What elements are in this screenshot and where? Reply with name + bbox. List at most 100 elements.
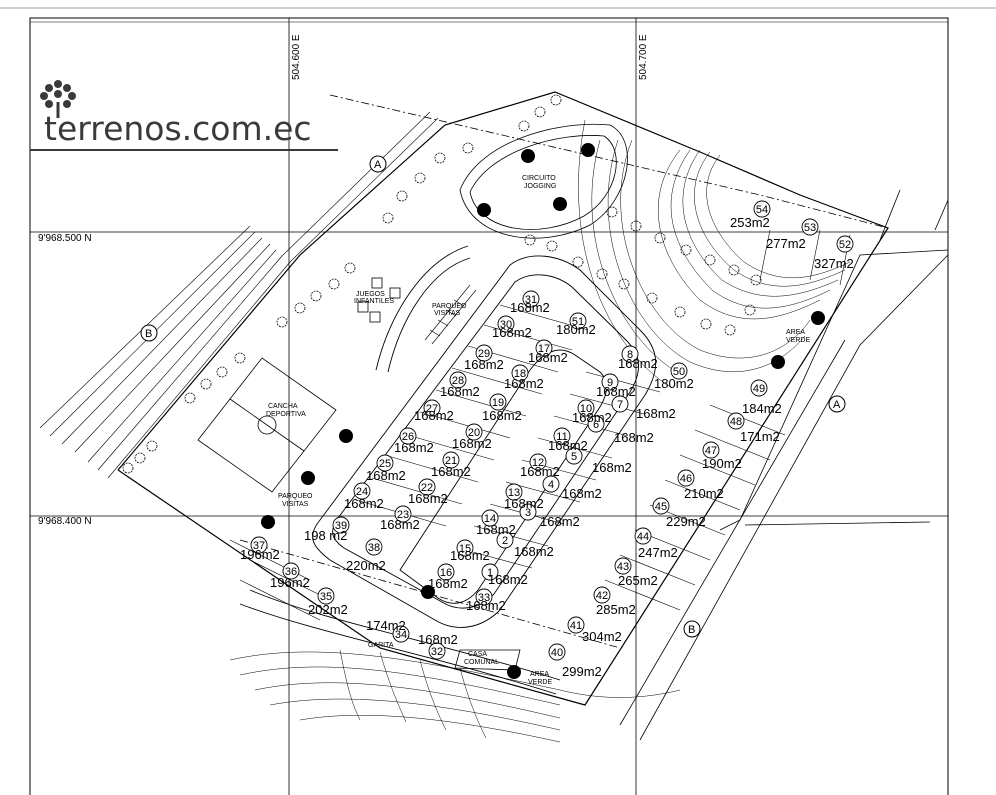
lot-area-31: 168m2 (510, 300, 550, 315)
lot-marker-45 (652, 497, 670, 515)
lot-area-53: 277m2 (766, 236, 806, 251)
lot-area-20: 168m2 (452, 436, 492, 451)
lot-number-37: 37 (253, 540, 265, 552)
lot-marker-41 (567, 616, 585, 634)
lot-number-22: 22 (421, 482, 433, 494)
label-circuito: CIRCUITO (522, 175, 556, 182)
lot-area-15: 168m2 (450, 548, 490, 563)
lot-marker-13 (505, 483, 523, 501)
lot-number-8: 8 (627, 349, 633, 361)
lot-area-33: 168m2 (466, 598, 506, 613)
lot-number-1: 1 (487, 567, 493, 579)
label-area-1: AREA (530, 671, 549, 678)
lot-marker-31 (522, 290, 540, 308)
lot-area-19: 168m2 (482, 408, 522, 423)
lot-area-10: 168m2 (572, 410, 612, 425)
coord-label-e1: 504.600 E (291, 34, 302, 80)
tree-icon (704, 254, 716, 266)
label-parqueo-1: PARQUEO (432, 303, 467, 310)
lot-number-4: 4 (548, 479, 554, 491)
tree-icon (294, 302, 306, 314)
lot-number-35: 35 (320, 591, 332, 603)
tree-icon (618, 278, 630, 290)
tree-icon (184, 392, 196, 404)
lot-number-38: 38 (368, 542, 380, 554)
lot-marker-22 (418, 478, 436, 496)
jogging-circuit (459, 123, 628, 239)
tree-icon (654, 232, 666, 244)
label-cancha: CANCHA (268, 403, 298, 410)
lot-number-21: 21 (445, 455, 457, 467)
label-juegos: JUEGOS (356, 291, 385, 298)
lot-marker-32 (428, 642, 446, 660)
lot-marker-51 (569, 312, 587, 330)
lot-number-7: 7 (617, 399, 623, 411)
lot-area-17: 168m2 (528, 350, 568, 365)
label-infantiles: INFANTILES (354, 298, 394, 305)
lot-number-50: 50 (673, 366, 685, 378)
tree-icon (276, 316, 288, 328)
lot-marker-30 (497, 315, 515, 333)
tree-icon (396, 190, 408, 202)
tree-icon (606, 206, 618, 218)
lot-area-16: 168m2 (428, 576, 468, 591)
tree-icon (200, 378, 212, 390)
lot-marker-16 (437, 563, 455, 581)
internal-roads (239, 245, 657, 695)
lot-marker-9 (601, 373, 619, 391)
tree-icon (724, 324, 736, 336)
lot-area-28: 168m2 (440, 384, 480, 399)
lot-number-40: 40 (551, 647, 563, 659)
lot-marker-11 (553, 427, 571, 445)
lot-marker-29 (475, 344, 493, 362)
lot-marker-1 (481, 563, 499, 581)
coord-label-n1: 9'968.500 N (38, 233, 92, 244)
lot-area-4: 168m2 (562, 486, 602, 501)
dark-tree-icon (477, 203, 491, 217)
lot-number-10: 10 (580, 403, 592, 415)
tree-icon (328, 278, 340, 290)
lot-marker-4 (542, 475, 560, 493)
label-visitas-1: VISITAS (434, 310, 461, 317)
tree-icon (700, 318, 712, 330)
lot-marker-43 (614, 557, 632, 575)
dark-tree-icon (811, 311, 825, 325)
lot-number-24: 24 (356, 486, 368, 498)
lot-marker-40 (548, 643, 566, 661)
tree-icon (146, 440, 158, 452)
sports-court (197, 357, 337, 493)
lot-area-52: 327m2 (814, 256, 854, 271)
trees (122, 94, 762, 474)
lot-number-14: 14 (484, 513, 496, 525)
lot-marker-52 (836, 235, 854, 253)
tree-icon (524, 234, 536, 246)
dark-tree-icon (421, 585, 435, 599)
section-label-a-top: A (374, 159, 382, 171)
contour-lines (229, 119, 851, 743)
lot-marker-3 (519, 503, 537, 521)
lot-marker-5 (565, 447, 583, 465)
lot-number-30: 30 (500, 319, 512, 331)
lot-area-7: 168m2 (636, 406, 676, 421)
lot-marker-24 (353, 482, 371, 500)
lot-area-11: 168m2 (548, 438, 588, 453)
lot-number-39: 39 (335, 520, 347, 532)
lot-area-26: 168m2 (394, 440, 434, 455)
lot-area-9: 168m2 (596, 384, 636, 399)
section-marker-a-top (369, 155, 387, 173)
lot-number-32: 32 (431, 646, 443, 658)
lot-number-54: 54 (756, 204, 768, 216)
lot-number-34: 34 (395, 629, 407, 641)
lot-area-8: 168m2 (618, 356, 658, 371)
lot-marker-26 (399, 427, 417, 445)
lot-marker-54 (753, 200, 771, 218)
dark-tree-icon (771, 355, 785, 369)
section-label-b-left: B (145, 328, 152, 340)
lot-number-27: 27 (426, 403, 438, 415)
label-verde-1: VERDE (528, 679, 552, 686)
tree-icon (382, 212, 394, 224)
lot-marker-42 (593, 586, 611, 604)
label-parqueo-2: PARQUEO (278, 493, 313, 500)
lot-area-44: 247m2 (638, 545, 678, 560)
dark-tree-icon (581, 143, 595, 157)
